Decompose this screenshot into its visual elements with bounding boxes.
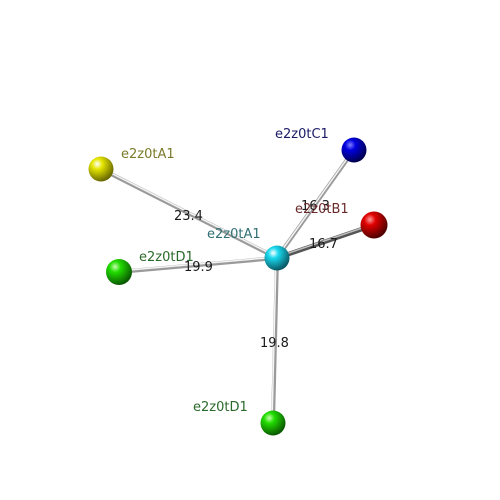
node-sphere-center[interactable] — [264, 245, 290, 271]
node-sphere-d2[interactable] — [260, 410, 286, 436]
edge-label-center-d2: 19.8 — [260, 336, 289, 351]
node-label-center: e2z0tA1 — [207, 227, 261, 242]
edge-labels-layer: 23.4 16.3 16.7 19.9 19.8 — [174, 199, 338, 351]
node-labels-layer: e2z0tA1 e2z0tA1 e2z0tC1 e2z0tB1 e2z0tD1 … — [121, 127, 349, 415]
node-label-b: e2z0tB1 — [295, 202, 349, 217]
edge-center-d1 — [117, 256, 279, 274]
node-sphere-a[interactable] — [88, 156, 114, 182]
edge-label-center-c: 16.3 — [301, 199, 330, 214]
edge-center-b — [274, 222, 377, 261]
node-sphere-d1[interactable] — [106, 259, 132, 285]
node-label-d2: e2z0tD1 — [193, 400, 248, 415]
node-sphere-c[interactable] — [341, 137, 367, 163]
edge-label-center-b: 16.7 — [309, 237, 338, 252]
node-sphere-b[interactable] — [360, 211, 388, 239]
edges-layer — [99, 148, 377, 425]
edge-label-center-d1: 19.9 — [184, 260, 213, 275]
edge-label-center-a: 23.4 — [174, 209, 203, 224]
node-label-c: e2z0tC1 — [275, 127, 329, 142]
node-label-a: e2z0tA1 — [121, 147, 175, 162]
node-label-d1: e2z0tD1 — [139, 250, 194, 265]
edge-center-c — [275, 148, 356, 260]
edge-center-a — [99, 167, 279, 260]
nodes-layer — [88, 137, 388, 436]
edge-center-d2 — [271, 256, 279, 425]
